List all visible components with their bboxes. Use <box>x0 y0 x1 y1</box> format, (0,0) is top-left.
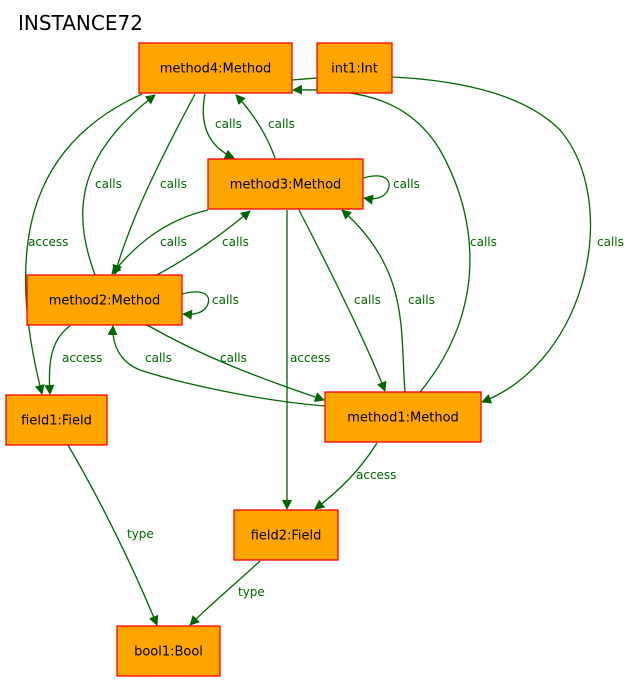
edge-method3-to-method3: calls <box>362 175 420 205</box>
edge-line <box>181 291 210 320</box>
node-box[interactable] <box>233 509 339 561</box>
node-box[interactable] <box>207 158 364 210</box>
node-label: field2:Field <box>251 529 322 544</box>
node-label: method3:Method <box>230 178 342 193</box>
edge-line <box>291 75 592 404</box>
edge-line <box>202 93 235 159</box>
edge-field2-to-bool1: type <box>189 560 265 626</box>
node-box[interactable] <box>26 274 183 326</box>
edge-label: calls <box>160 177 187 191</box>
edge-method2-to-method3: calls <box>154 210 251 277</box>
edge-method3-to-method2: calls <box>111 209 209 275</box>
edge-line <box>82 94 156 276</box>
edge-label: calls <box>95 177 122 191</box>
edge-label: calls <box>222 235 249 249</box>
edge-line <box>314 442 378 510</box>
edge-label: access <box>356 468 396 482</box>
node-label: method1:Method <box>347 411 459 426</box>
node-box[interactable] <box>316 42 393 94</box>
node-field1[interactable]: field1:Field <box>5 394 108 446</box>
edge-method4-to-method1: calls <box>291 75 624 404</box>
node-method4[interactable]: method4:Method <box>138 42 293 94</box>
edge-method1-to-method4: calls <box>292 84 497 393</box>
node-label: method4:Method <box>160 62 272 77</box>
edge-label: calls <box>160 235 187 249</box>
edge-line <box>154 210 251 277</box>
edge-line <box>67 444 159 626</box>
edge-line <box>111 209 209 275</box>
edge-field1-to-bool1: type <box>67 444 159 626</box>
edge-method1-to-method2: calls <box>107 325 326 407</box>
node-label: field1:Field <box>21 414 92 429</box>
node-method3[interactable]: method3:Method <box>207 158 364 210</box>
edge-line <box>112 93 196 275</box>
edge-label: calls <box>215 117 242 131</box>
diagram-title: INSTANCE72 <box>18 11 143 35</box>
edge-method2-to-field1: access <box>44 325 102 395</box>
edge-label: type <box>127 527 154 541</box>
node-box[interactable] <box>116 625 221 677</box>
edge-label: access <box>290 351 330 365</box>
edge-method2-to-method2: calls <box>181 291 239 320</box>
node-box[interactable] <box>5 394 108 446</box>
edge-method1-to-field2: access <box>314 442 396 510</box>
edge-line <box>146 324 325 402</box>
edge-label: calls <box>220 351 247 365</box>
node-label: int1:Int <box>331 62 378 77</box>
edge-method2-to-method4: calls <box>82 94 156 276</box>
edge-label: calls <box>212 293 239 307</box>
edge-label: access <box>28 235 68 249</box>
edge-method3-to-method1: calls <box>298 209 387 392</box>
node-label: bool1:Bool <box>134 645 203 660</box>
edge-label: calls <box>354 293 381 307</box>
edge-label: access <box>62 351 102 365</box>
edge-method4-to-field1: access <box>24 93 143 395</box>
node-bool1[interactable]: bool1:Bool <box>116 625 221 677</box>
edge-label: calls <box>145 351 172 365</box>
edge-line <box>189 560 261 626</box>
edge-line <box>24 93 143 395</box>
edge-label: calls <box>470 235 497 249</box>
node-method1[interactable]: method1:Method <box>324 391 482 443</box>
edge-method1-to-method3: calls <box>341 209 435 393</box>
edge-method4-to-method3: calls <box>202 93 242 159</box>
node-int1[interactable]: int1:Int <box>316 42 393 94</box>
edge-method4-to-method2: calls <box>112 93 196 275</box>
edge-line <box>235 94 276 159</box>
edge-line <box>107 325 326 407</box>
edge-method3-to-field2: access <box>282 210 330 510</box>
node-box[interactable] <box>138 42 293 94</box>
edge-method2-to-method1: calls <box>146 324 325 402</box>
edge-line <box>292 84 471 393</box>
edge-label: calls <box>597 235 624 249</box>
edge-line <box>298 209 387 392</box>
node-label: method2:Method <box>49 294 161 309</box>
edge-line <box>44 325 71 395</box>
edge-label: calls <box>268 117 295 131</box>
edge-line <box>362 175 390 205</box>
node-field2[interactable]: field2:Field <box>233 509 339 561</box>
edge-method3-to-method4: calls <box>235 94 295 159</box>
edge-label: calls <box>393 177 420 191</box>
node-box[interactable] <box>324 391 482 443</box>
edge-label: type <box>238 585 265 599</box>
node-method2[interactable]: method2:Method <box>26 274 183 326</box>
edge-label: calls <box>408 293 435 307</box>
edge-line <box>341 209 406 393</box>
